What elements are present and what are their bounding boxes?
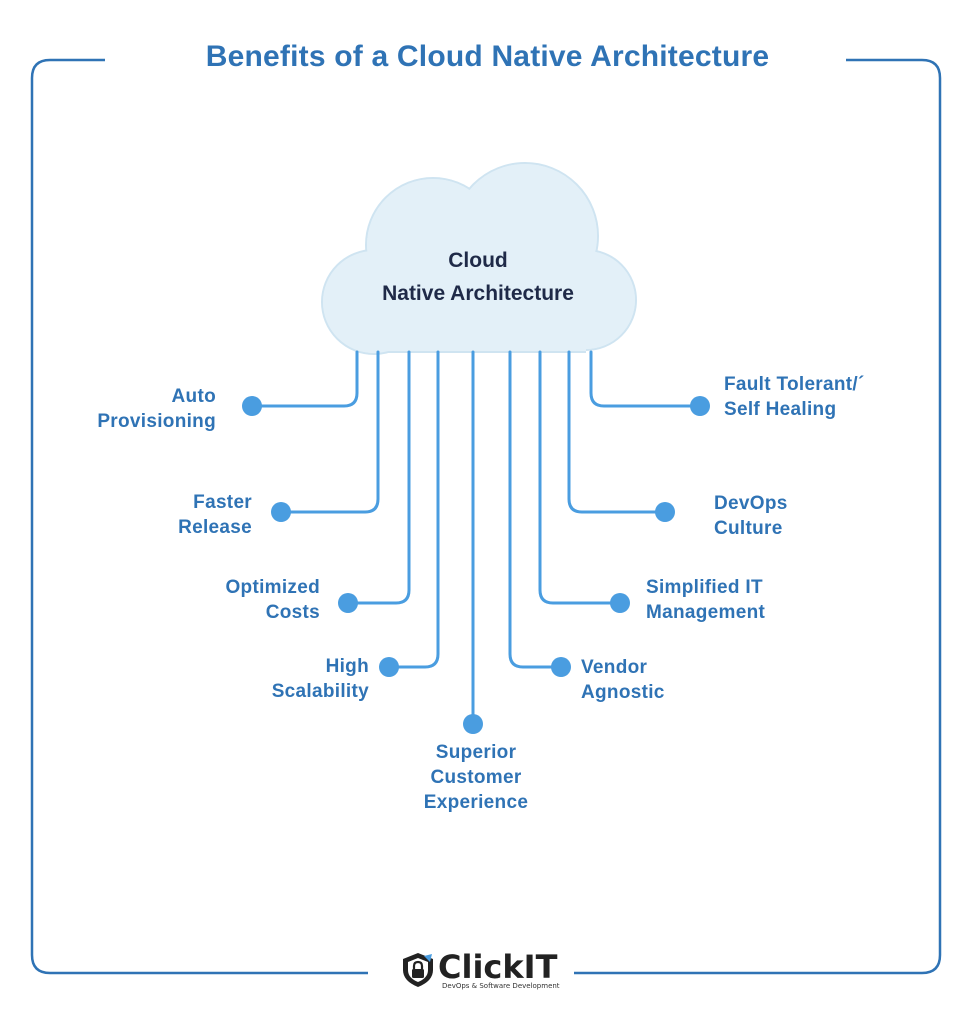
- connector-vendor-agnostic: [508, 350, 563, 669]
- label-fault-tolerant-line2: Self Healing: [724, 399, 837, 420]
- connector-optimized-costs: [346, 350, 411, 605]
- logo-wordmark: ClickIT: [438, 948, 558, 986]
- label-auto-provisioning-line2: Provisioning: [97, 411, 216, 432]
- label-simplified-line1: Simplified IT: [646, 577, 763, 598]
- label-optimized-costs: Optimized Costs: [225, 575, 320, 625]
- label-vendor-agnostic-line2: Agnostic: [581, 682, 665, 703]
- label-simplified-line2: Management: [646, 602, 766, 623]
- label-optimized-costs-line2: Costs: [265, 602, 320, 623]
- connector-high-scalability: [387, 350, 440, 669]
- label-faster-release: Faster Release: [178, 490, 252, 540]
- label-superior-line3: Experience: [423, 792, 529, 813]
- label-vendor-agnostic: Vendor Agnostic: [581, 655, 665, 705]
- label-high-scalability-line1: High: [325, 656, 369, 677]
- label-vendor-agnostic-line1: Vendor: [581, 657, 648, 678]
- label-simplified-it-management: Simplified IT Management: [646, 575, 765, 625]
- cloud-shape: [321, 162, 637, 355]
- label-devops-culture-line2: Culture: [714, 518, 783, 539]
- connector-devops-culture: [567, 350, 667, 514]
- label-auto-provisioning: Auto Provisioning: [97, 384, 216, 434]
- dot-superior-customer-experience: [463, 714, 483, 734]
- dot-simplified-it-management: [610, 593, 630, 613]
- label-fault-tolerant-line1: Fault Tolerant/´: [724, 374, 865, 395]
- dot-optimized-costs: [338, 593, 358, 613]
- connector-faster-release: [279, 350, 380, 514]
- cloud-title: Cloud Native Architecture: [318, 244, 638, 310]
- cloud-title-line2: Native Architecture: [382, 282, 574, 305]
- label-high-scalability: High Scalability: [272, 654, 369, 704]
- dot-high-scalability: [379, 657, 399, 677]
- label-optimized-costs-line1: Optimized: [225, 577, 320, 598]
- label-superior-customer-experience: Superior Customer Experience: [393, 740, 559, 815]
- label-auto-provisioning-line1: Auto: [171, 386, 216, 407]
- shield-lock-icon: [403, 953, 433, 987]
- frame-border: [30, 58, 942, 975]
- page-title: Benefits of a Cloud Native Architecture: [205, 40, 770, 73]
- dot-vendor-agnostic: [551, 657, 571, 677]
- label-devops-culture-line1: DevOps: [714, 493, 788, 514]
- label-faster-release-line1: Faster: [193, 492, 252, 513]
- label-devops-culture: DevOps Culture: [714, 491, 788, 541]
- dot-auto-provisioning: [242, 396, 262, 416]
- connector-auto-provisioning: [250, 350, 359, 408]
- label-superior-line1: Superior: [435, 742, 517, 763]
- dot-devops-culture: [655, 502, 675, 522]
- label-faster-release-line2: Release: [178, 517, 252, 538]
- connector-fault-tolerant: [589, 350, 702, 408]
- label-fault-tolerant: Fault Tolerant/´ Self Healing: [724, 372, 865, 422]
- dot-fault-tolerant: [690, 396, 710, 416]
- clickit-logo: ClickIT DevOps & Software Development: [396, 946, 576, 996]
- dot-faster-release: [271, 502, 291, 522]
- label-superior-line2: Customer: [430, 767, 522, 788]
- cloud-title-line1: Cloud: [448, 249, 508, 272]
- connector-simplified-it-management: [538, 350, 622, 605]
- label-high-scalability-line2: Scalability: [271, 681, 369, 702]
- logo-tagline: DevOps & Software Development: [442, 982, 560, 990]
